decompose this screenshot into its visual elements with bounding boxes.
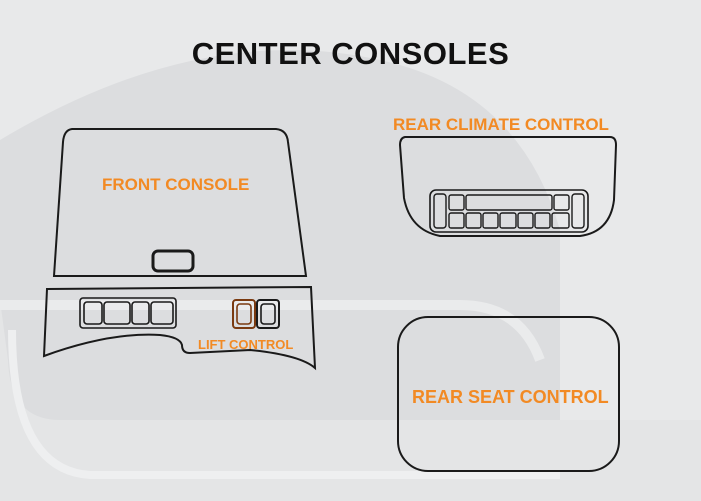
front-console-label[interactable]: FRONT CONSOLE [102,175,250,194]
front-console-latch [151,249,195,273]
front-console-region[interactable] [54,129,306,276]
front-console-lower-outline [42,285,317,371]
rear-seat-outline [397,316,620,472]
lift-button-down [256,299,280,329]
rear-seat-control-label[interactable]: REAR SEAT CONTROL [412,387,609,407]
page-title: CENTER CONSOLES [191,36,510,71]
lift-button-up [232,299,256,329]
rear-climate-outline [398,136,618,237]
rear-climate-control-label[interactable]: REAR CLIMATE CONTROL [393,115,609,134]
front-console-outline [52,128,308,277]
lift-control-buttons[interactable] [230,297,282,331]
rear-climate-control-region[interactable] [400,137,616,236]
lift-control-label[interactable]: LIFT CONTROL [198,337,294,352]
